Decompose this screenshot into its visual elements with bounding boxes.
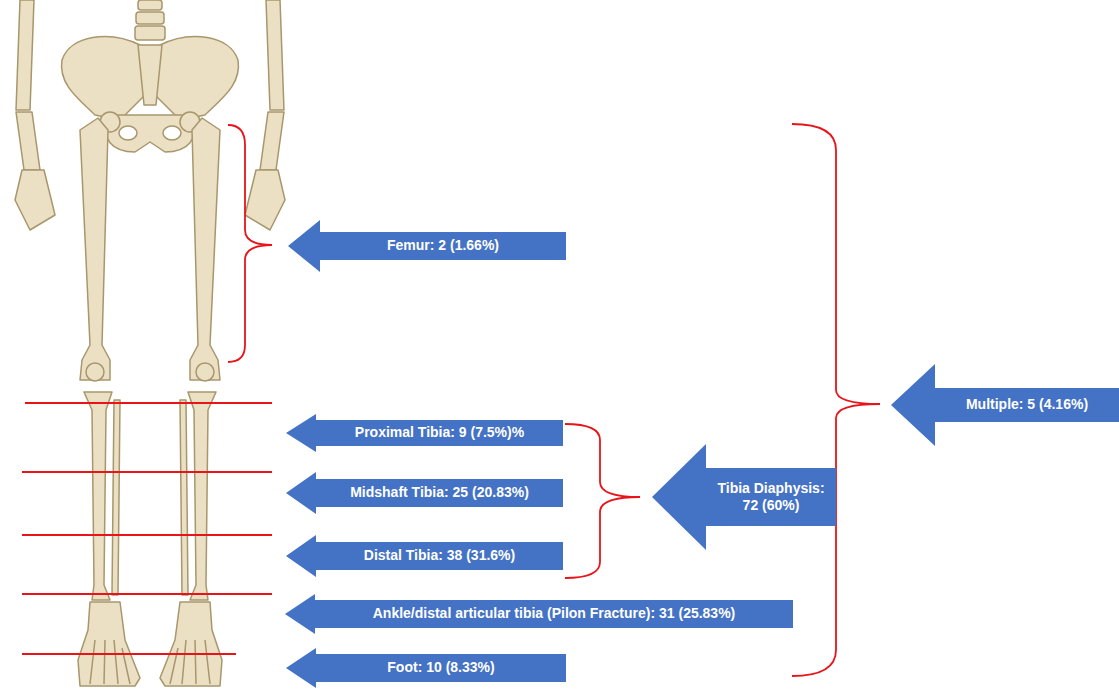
skeleton [15,0,285,686]
arrow-fill [285,594,793,634]
arrow-box: Distal Tibia: 38 (31.6%) [286,535,563,577]
count-label: Tibia Diaphysis: 72 (60%) [712,480,830,515]
arrow-fill [286,535,563,577]
arrow-fill [286,648,566,688]
label-area: Proximal Tibia: 9 (7.5%)% [322,420,557,446]
label-area: Tibia Diaphysis: 72 (60%) [712,468,830,526]
label-area: Distal Tibia: 38 (31.6%) [322,542,557,570]
arrow-box: Ankle/distal articular tibia (Pilon Frac… [285,594,793,634]
arrow-box: Foot: 10 (8.33%) [286,648,566,688]
label-area: Femur: 2 (1.66%) [326,232,560,260]
arrow-fill [652,444,836,550]
arrow-box: Femur: 2 (1.66%) [288,220,566,272]
arrow-box: Multiple: 5 (4.16%) [891,364,1119,446]
count-label: Proximal Tibia: 9 (7.5%)% [355,424,524,442]
arrow-box: Proximal Tibia: 9 (7.5%)% [286,414,563,452]
label-area: Multiple: 5 (4.16%) [941,388,1113,422]
count-label: Femur: 2 (1.66%) [387,237,499,255]
arrow-fill [891,364,1119,446]
label-area: Midshaft Tibia: 25 (20.83%) [322,479,557,507]
level-lines [22,403,272,654]
arrow-fill [288,220,566,272]
count-label: Foot: 10 (8.33%) [387,659,494,677]
label-area: Ankle/distal articular tibia (Pilon Frac… [321,600,787,628]
arrow-box: Midshaft Tibia: 25 (20.83%) [286,472,563,514]
arrow-box: Tibia Diaphysis: 72 (60%) [652,444,836,550]
label-area: Foot: 10 (8.33%) [322,654,560,682]
count-label: Midshaft Tibia: 25 (20.83%) [350,484,529,502]
brackets [228,124,880,676]
count-label: Ankle/distal articular tibia (Pilon Frac… [373,605,736,623]
arrow-fill [286,472,563,514]
count-label: Distal Tibia: 38 (31.6%) [364,547,515,565]
arrow-fill [286,414,563,452]
count-label: Multiple: 5 (4.16%) [966,396,1088,414]
